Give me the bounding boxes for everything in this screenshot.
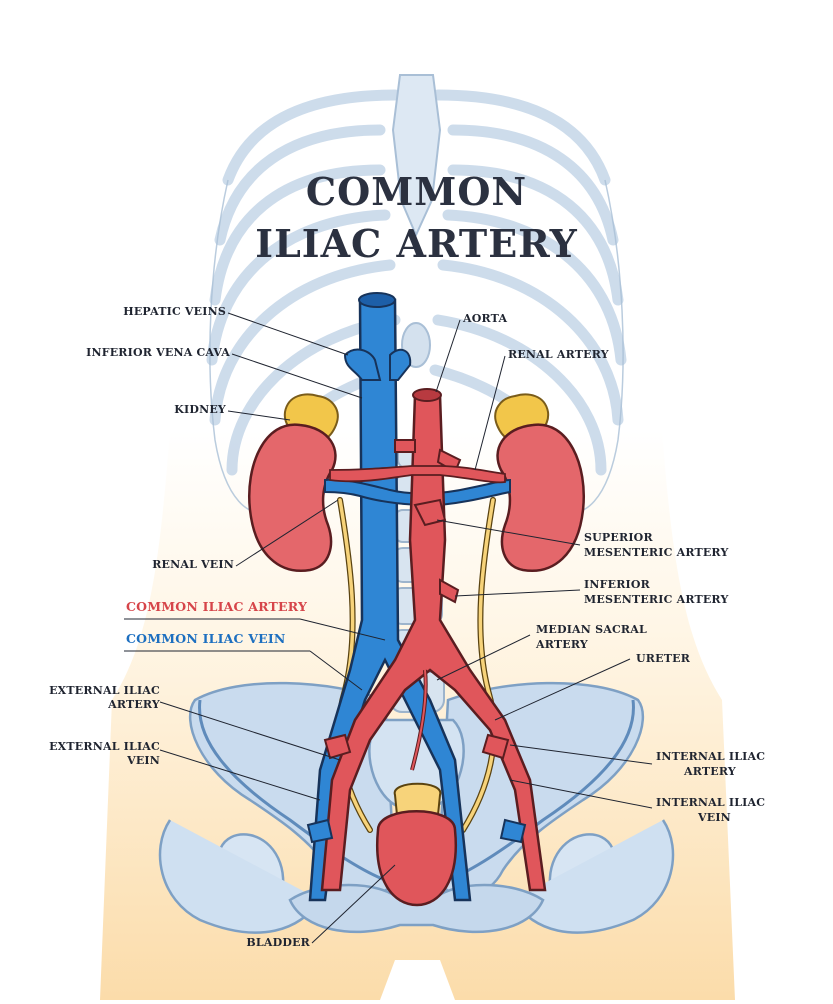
renal-veins bbox=[324, 478, 511, 507]
title-line-2: ILIAC ARTERY bbox=[255, 221, 578, 266]
label-common-iliac-artery: COMMON ILIAC ARTERY bbox=[126, 599, 308, 614]
label-median-sacral-2: ARTERY bbox=[536, 638, 588, 651]
label-median-sacral-1: MEDIAN SACRAL bbox=[536, 623, 647, 636]
label-external-iliac-vein-1: EXTERNAL ILIAC bbox=[49, 740, 160, 753]
label-inferior-vena-cava: INFERIOR VENA CAVA bbox=[86, 346, 230, 359]
label-inferior-mesenteric-1: INFERIOR bbox=[584, 578, 651, 591]
title-line-1: COMMON bbox=[305, 169, 528, 214]
label-external-iliac-artery-1: EXTERNAL ILIAC bbox=[49, 684, 160, 697]
right-kidney bbox=[496, 423, 585, 572]
aorta bbox=[320, 388, 547, 892]
label-common-iliac-vein: COMMON ILIAC VEIN bbox=[126, 631, 286, 646]
stock-id: 688023747 bbox=[8, 760, 28, 990]
bladder bbox=[375, 782, 458, 907]
label-internal-iliac-vein-2: VEIN bbox=[698, 811, 731, 824]
label-renal-vein: RENAL VEIN bbox=[152, 558, 234, 571]
sternum bbox=[391, 74, 442, 238]
internal-iliac-vein-branches bbox=[306, 818, 527, 844]
internal-iliac-branches bbox=[323, 733, 510, 760]
label-internal-iliac-vein-1: INTERNAL ILIAC bbox=[656, 796, 766, 809]
leader-lines bbox=[124, 312, 653, 944]
label-external-iliac-artery-2: ARTERY bbox=[108, 698, 160, 711]
label-internal-iliac-artery-1: INTERNAL ILIAC bbox=[656, 750, 766, 763]
label-superior-mesenteric-2: MESENTERIC ARTERY bbox=[584, 546, 729, 559]
label-bladder: BLADDER bbox=[246, 936, 310, 949]
label-hepatic-veins: HEPATIC VEINS bbox=[123, 305, 226, 318]
label-aorta: AORTA bbox=[463, 312, 508, 325]
left-kidney bbox=[248, 423, 337, 572]
label-ureter: URETER bbox=[636, 652, 691, 665]
rib-outline bbox=[209, 179, 624, 514]
label-inferior-mesenteric-2: MESENTERIC ARTERY bbox=[584, 593, 729, 606]
label-external-iliac-vein-2: VEIN bbox=[127, 754, 160, 767]
label-superior-mesenteric-1: SUPERIOR bbox=[584, 531, 653, 544]
renal-arteries bbox=[329, 465, 506, 484]
label-internal-iliac-artery-2: ARTERY bbox=[684, 765, 736, 778]
label-renal-artery: RENAL ARTERY bbox=[508, 348, 609, 361]
label-kidney: KIDNEY bbox=[174, 403, 226, 416]
